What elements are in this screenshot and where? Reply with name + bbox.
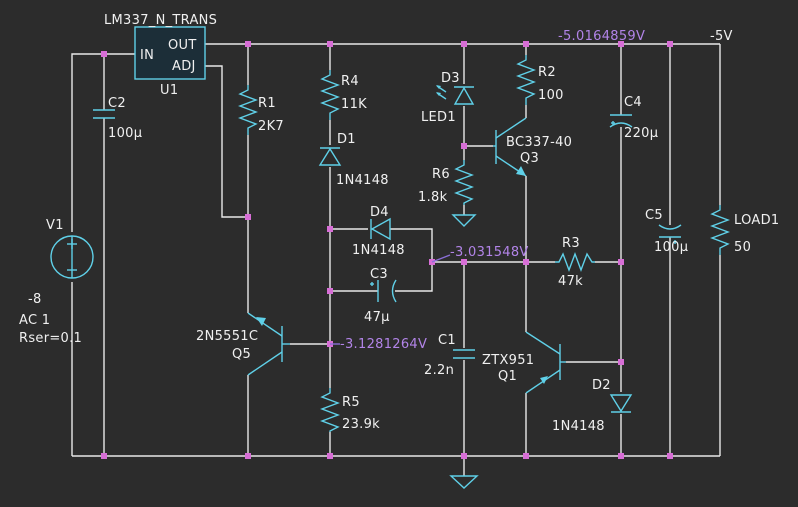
net-label-minus5v: -5V: [710, 29, 733, 44]
load-ref-label: LOAD1: [734, 213, 779, 228]
c3-value-label: 47µ: [364, 310, 390, 325]
diode-d1[interactable]: D1 1N4148: [318, 132, 389, 188]
voltage-probe-out[interactable]: -5.0164859V: [558, 29, 645, 44]
c3-ref-label: C3: [370, 267, 388, 282]
probe-base-value: -3.1281264V: [340, 337, 427, 352]
resistor-r6[interactable]: R6 1.8k: [418, 160, 474, 205]
probe-mid-value: -3.031548V: [450, 245, 529, 260]
v1-rser-label: Rser=0.1: [19, 331, 82, 346]
r5-ref-label: R5: [342, 395, 360, 410]
voltage-source-v1[interactable]: V1 -8 AC 1 Rser=0.1: [19, 218, 94, 346]
q3-ref-label: Q3: [520, 151, 539, 166]
voltage-probe-base[interactable]: -3.1281264V: [330, 337, 427, 352]
c1-value-label: 2.2n: [424, 363, 454, 378]
r3-ref-label: R3: [562, 236, 580, 251]
load-value-label: 50: [734, 240, 751, 255]
c2-ref-label: C2: [108, 96, 126, 111]
ground-symbol-r6: [451, 214, 477, 227]
resistor-r4[interactable]: R4 11K: [320, 70, 367, 120]
r3-value-label: 47k: [558, 274, 583, 289]
capacitor-c3[interactable]: C3 47µ: [364, 267, 397, 325]
r2-ref-label: R2: [538, 65, 556, 80]
d2-ref-label: D2: [592, 378, 611, 393]
r6-value-label: 1.8k: [418, 190, 448, 205]
diode-d2[interactable]: D2 1N4148: [552, 378, 633, 434]
r5-value-label: 23.9k: [342, 417, 380, 432]
v1-value-label: -8: [28, 292, 42, 307]
r1-ref-label: R1: [258, 96, 276, 111]
ground-symbol-main: [449, 475, 479, 489]
c5-value-label: 100µ: [654, 240, 688, 255]
regulator-u1[interactable]: IN OUT ADJ LM337_N_TRANS U1: [104, 13, 217, 98]
c1-ref-label: C1: [438, 333, 456, 348]
c2-value-label: 100µ: [108, 126, 142, 141]
r4-value-label: 11K: [341, 97, 367, 112]
resistor-r1[interactable]: R1 2K7: [238, 85, 284, 135]
regulator-model-label: LM337_N_TRANS: [104, 13, 217, 28]
d3-ref-label: D3: [441, 71, 460, 86]
capacitor-c5[interactable]: C5 100µ: [645, 208, 688, 255]
transistor-q5[interactable]: 2N5551C Q5: [196, 312, 290, 376]
wires: [71, 43, 721, 476]
c5-ref-label: C5: [645, 208, 663, 223]
d2-value-label: 1N4148: [552, 419, 605, 434]
r6-ref-label: R6: [432, 167, 450, 182]
voltage-probe-mid[interactable]: -3.031548V: [431, 245, 529, 263]
v1-ac-label: AC 1: [19, 313, 50, 328]
capacitor-c4[interactable]: C4 220µ: [609, 95, 658, 141]
r1-value-label: 2K7: [258, 119, 284, 134]
c4-value-label: 220µ: [624, 126, 658, 141]
regulator-pin-adj-label: ADJ: [172, 59, 196, 74]
d4-value-label: 1N4148: [352, 243, 405, 258]
regulator-pin-in-label: IN: [140, 48, 154, 63]
resistor-r3[interactable]: R3 47k: [555, 236, 595, 289]
regulator-ref-label: U1: [160, 83, 178, 98]
q5-value-label: 2N5551C: [196, 329, 258, 344]
d1-value-label: 1N4148: [336, 173, 389, 188]
capacitor-c2[interactable]: C2 100µ: [93, 96, 142, 141]
resistor-r2[interactable]: R2 100: [516, 55, 564, 105]
c4-ref-label: C4: [624, 95, 642, 110]
probe-out-value: -5.0164859V: [558, 29, 645, 44]
transistor-q1[interactable]: ZTX951 Q1: [482, 331, 566, 394]
resistor-r5[interactable]: R5 23.9k: [320, 388, 380, 432]
diode-d4[interactable]: D4 1N4148: [352, 205, 405, 258]
led-d3[interactable]: D3 LED1: [421, 71, 475, 125]
d1-ref-label: D1: [337, 132, 356, 147]
resistor-load1[interactable]: LOAD1 50: [710, 205, 779, 255]
r4-ref-label: R4: [341, 74, 359, 89]
regulator-pin-out-label: OUT: [168, 38, 197, 53]
d4-ref-label: D4: [370, 205, 389, 220]
q1-ref-label: Q1: [498, 369, 517, 384]
q3-value-label: BC337-40: [506, 135, 572, 150]
transistor-q3[interactable]: BC337-40 Q3: [493, 117, 572, 177]
r2-value-label: 100: [538, 88, 564, 103]
v1-ref-label: V1: [46, 218, 64, 233]
capacitor-c1[interactable]: C1 2.2n: [424, 333, 475, 378]
q5-ref-label: Q5: [232, 347, 251, 362]
d3-value-label: LED1: [421, 110, 456, 125]
q1-value-label: ZTX951: [482, 353, 534, 368]
